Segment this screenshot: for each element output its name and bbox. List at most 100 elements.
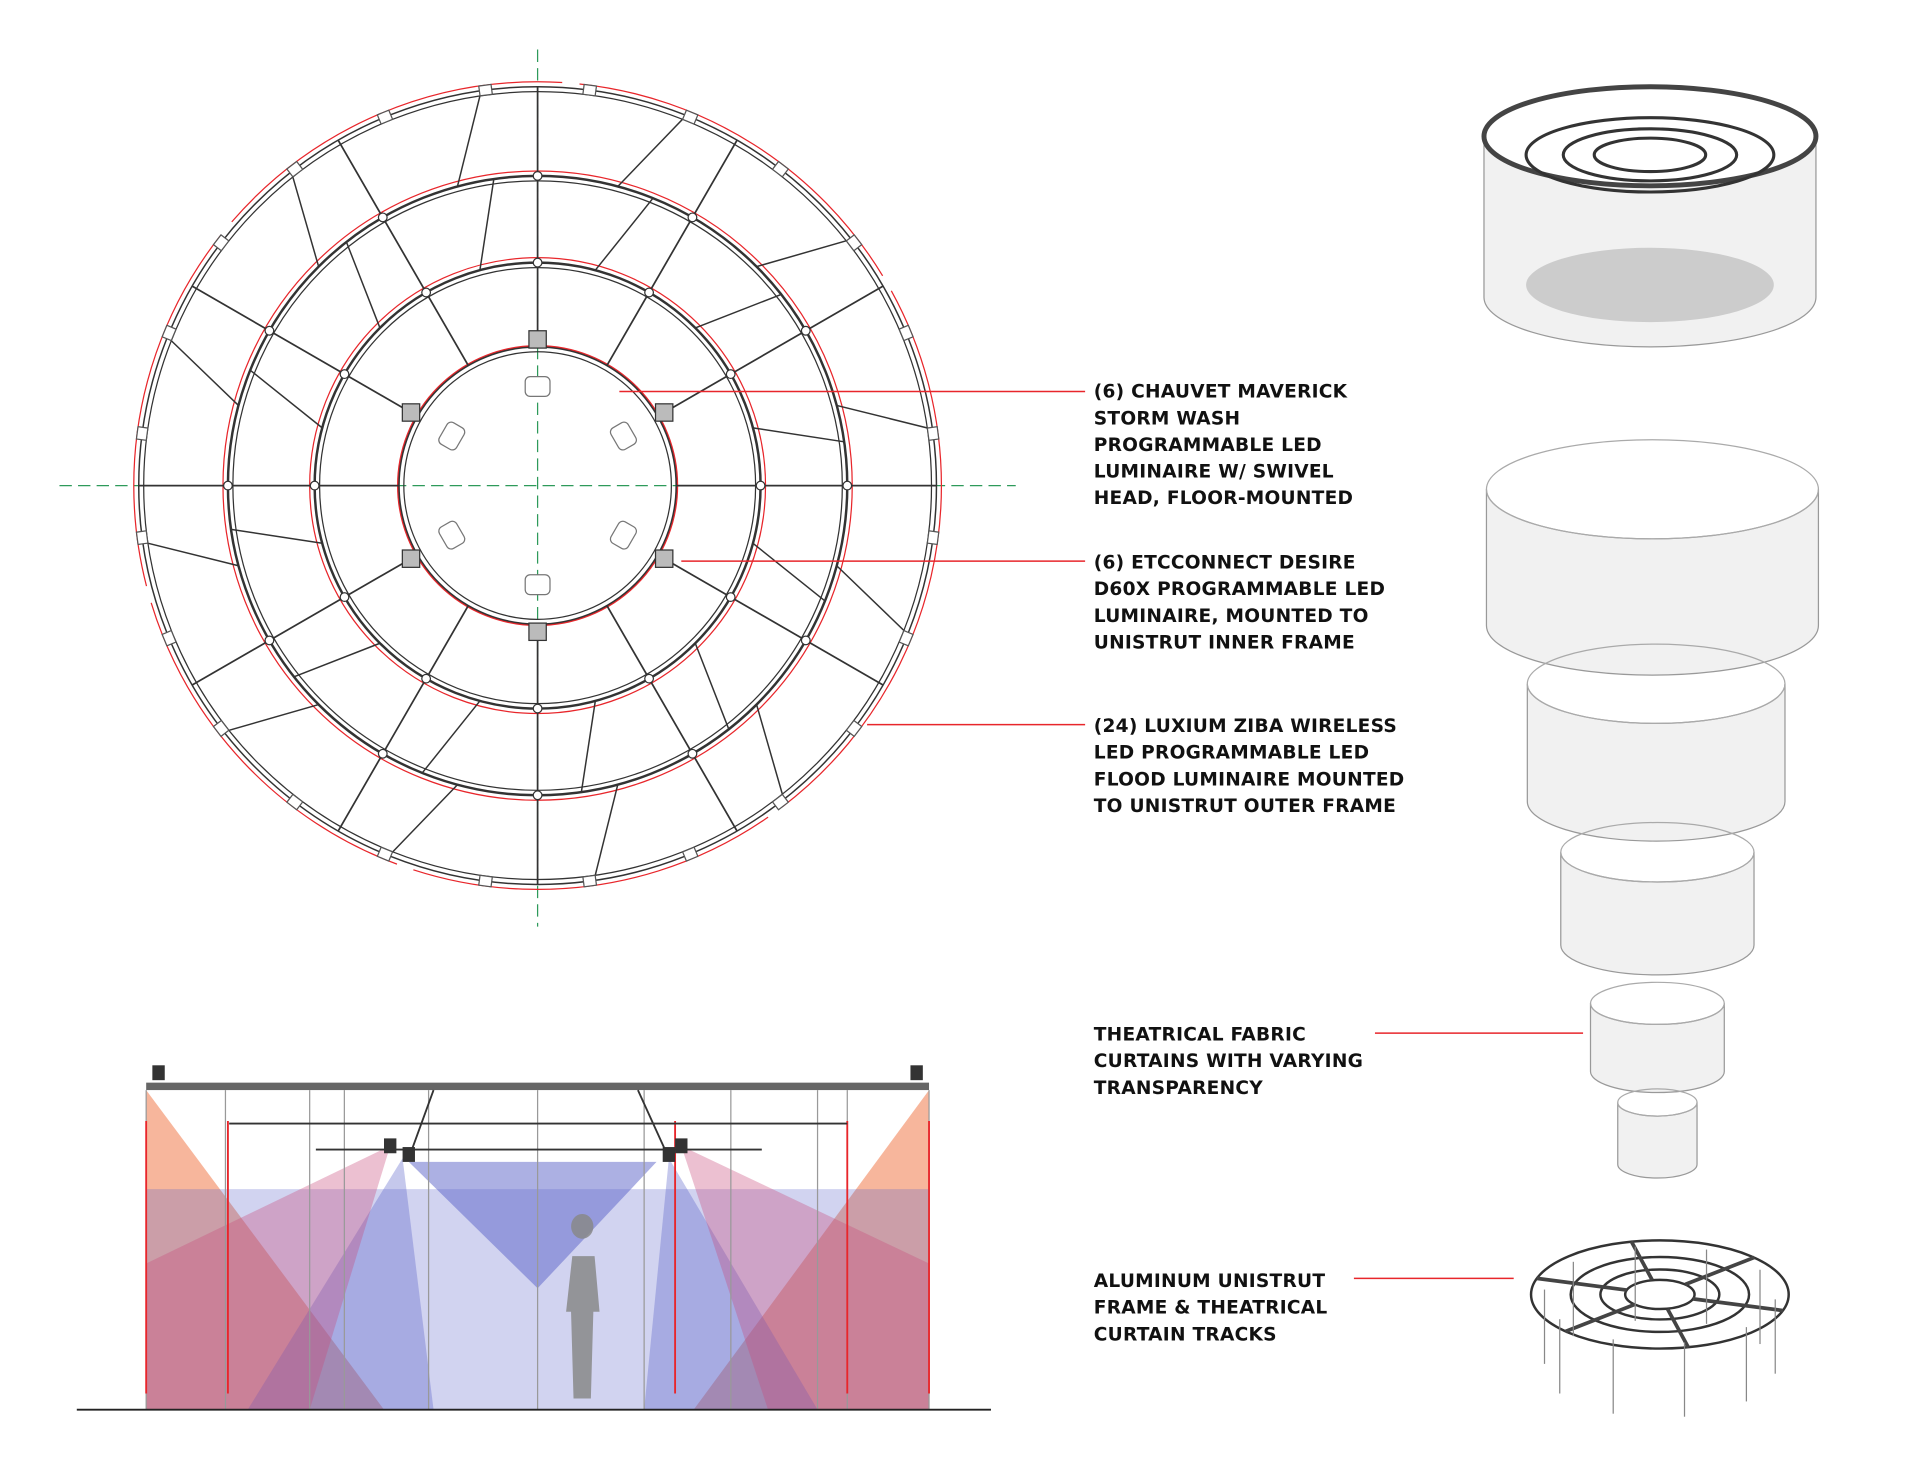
ziba-flood-luminaire-icon [212, 233, 230, 252]
unistrut-frame-strut [1536, 1276, 1627, 1292]
luminaire-icon [662, 1147, 676, 1162]
maverick-luminaire-icon [524, 375, 551, 398]
joint-node [377, 748, 388, 759]
joint-node [264, 325, 275, 336]
luminaire-icon [910, 1065, 923, 1081]
joint-node [532, 257, 543, 268]
joint-node [725, 592, 736, 603]
ziba-flood-luminaire-icon [771, 160, 790, 178]
diagonal-brace [836, 565, 909, 635]
human-figure-icon [566, 1213, 600, 1399]
diagonal-brace [755, 704, 785, 800]
desire-luminaire-icon [654, 403, 674, 422]
ziba-flood-luminaire-icon [285, 160, 304, 178]
diagonal-brace [388, 784, 458, 857]
unistrut-frame-ring [1623, 1278, 1696, 1311]
curtain-ring-2-rim [1526, 643, 1786, 725]
ziba-flood-luminaire-icon [681, 846, 699, 862]
radial-strut [191, 285, 418, 417]
luminaire-icon [152, 1065, 165, 1081]
joint-node [755, 480, 766, 491]
curtain-ring-1 [1485, 489, 1820, 676]
diagonal-brace [694, 642, 730, 730]
joint-node [532, 170, 543, 181]
hanger [637, 1089, 670, 1159]
joint-node [339, 369, 350, 380]
maverick-luminaire-icon [438, 520, 466, 550]
diagonal-brace [479, 178, 495, 271]
ziba-flood-luminaire-icon [478, 874, 494, 888]
radial-strut [657, 554, 884, 686]
joint-node [421, 673, 432, 684]
diagonal-brace [223, 703, 319, 733]
joint-node [532, 790, 543, 801]
ziba-flood-luminaire-icon [845, 233, 863, 252]
unistrut-frame-ring [1569, 1255, 1751, 1334]
joint-node [687, 212, 698, 223]
luminaire-icon [402, 1147, 415, 1162]
radial-strut [606, 139, 738, 366]
joint-node [644, 287, 655, 298]
diagonal-brace [836, 404, 933, 430]
curtain-ring-1-rim [1485, 439, 1820, 540]
diagonal-brace [249, 369, 323, 429]
ziba-flood-luminaire-icon [478, 83, 494, 97]
diagonal-brace [752, 427, 845, 443]
diagonal-brace [345, 241, 381, 329]
light-beam [408, 1161, 657, 1289]
section-view [76, 1065, 991, 1411]
frame-ring [403, 351, 672, 620]
joint-node [309, 480, 320, 491]
joint-node [339, 592, 350, 603]
joint-node [800, 635, 811, 646]
desire-luminaire-icon [401, 549, 421, 568]
light-beam [247, 1158, 434, 1410]
assembled-frame-ring [1592, 136, 1708, 174]
assembled-shadow [1526, 247, 1774, 323]
unistrut-frame-strut [1684, 1255, 1756, 1287]
unistrut-frame-strut [1564, 1302, 1636, 1334]
diagonal-brace [166, 336, 239, 406]
ziba-flood-luminaire-icon [582, 83, 598, 97]
exploded-axonometric [1481, 84, 1820, 1417]
desire-luminaire-icon [654, 549, 674, 568]
ziba-flood-luminaire-icon [845, 719, 863, 738]
diagonal-brace [142, 541, 239, 567]
maverick-luminaire-icon [609, 421, 638, 451]
unistrut-frame-strut [1692, 1297, 1784, 1313]
light-beam [146, 1145, 391, 1410]
joint-node [532, 703, 543, 714]
leader-lines [619, 390, 1584, 1280]
light-beam [693, 1090, 930, 1410]
diagonal-brace [594, 197, 654, 271]
maverick-luminaire-icon [609, 520, 638, 550]
curtain-ring-3-rim [1560, 821, 1755, 883]
ziba-flood-luminaire-icon [926, 426, 940, 442]
luminaire-icon [675, 1138, 688, 1154]
diagonal-brace [593, 784, 619, 881]
radial-strut [337, 605, 469, 832]
radial-strut [606, 605, 738, 832]
joint-node [222, 480, 233, 491]
ziba-flood-luminaire-icon [582, 874, 598, 888]
diagonal-brace [293, 642, 381, 678]
diagonal-brace [421, 700, 481, 774]
ziba-flood-luminaire-icon [376, 846, 394, 862]
radial-strut [337, 139, 469, 366]
joint-node [800, 325, 811, 336]
curtain-ring-4 [1589, 1003, 1725, 1094]
ziba-flood-luminaire-icon [898, 629, 914, 647]
maverick-luminaire-icon [524, 574, 551, 596]
joint-node [687, 748, 698, 759]
ziba-flood-luminaire-icon [135, 530, 149, 546]
curtain-ring-5 [1617, 1102, 1698, 1179]
